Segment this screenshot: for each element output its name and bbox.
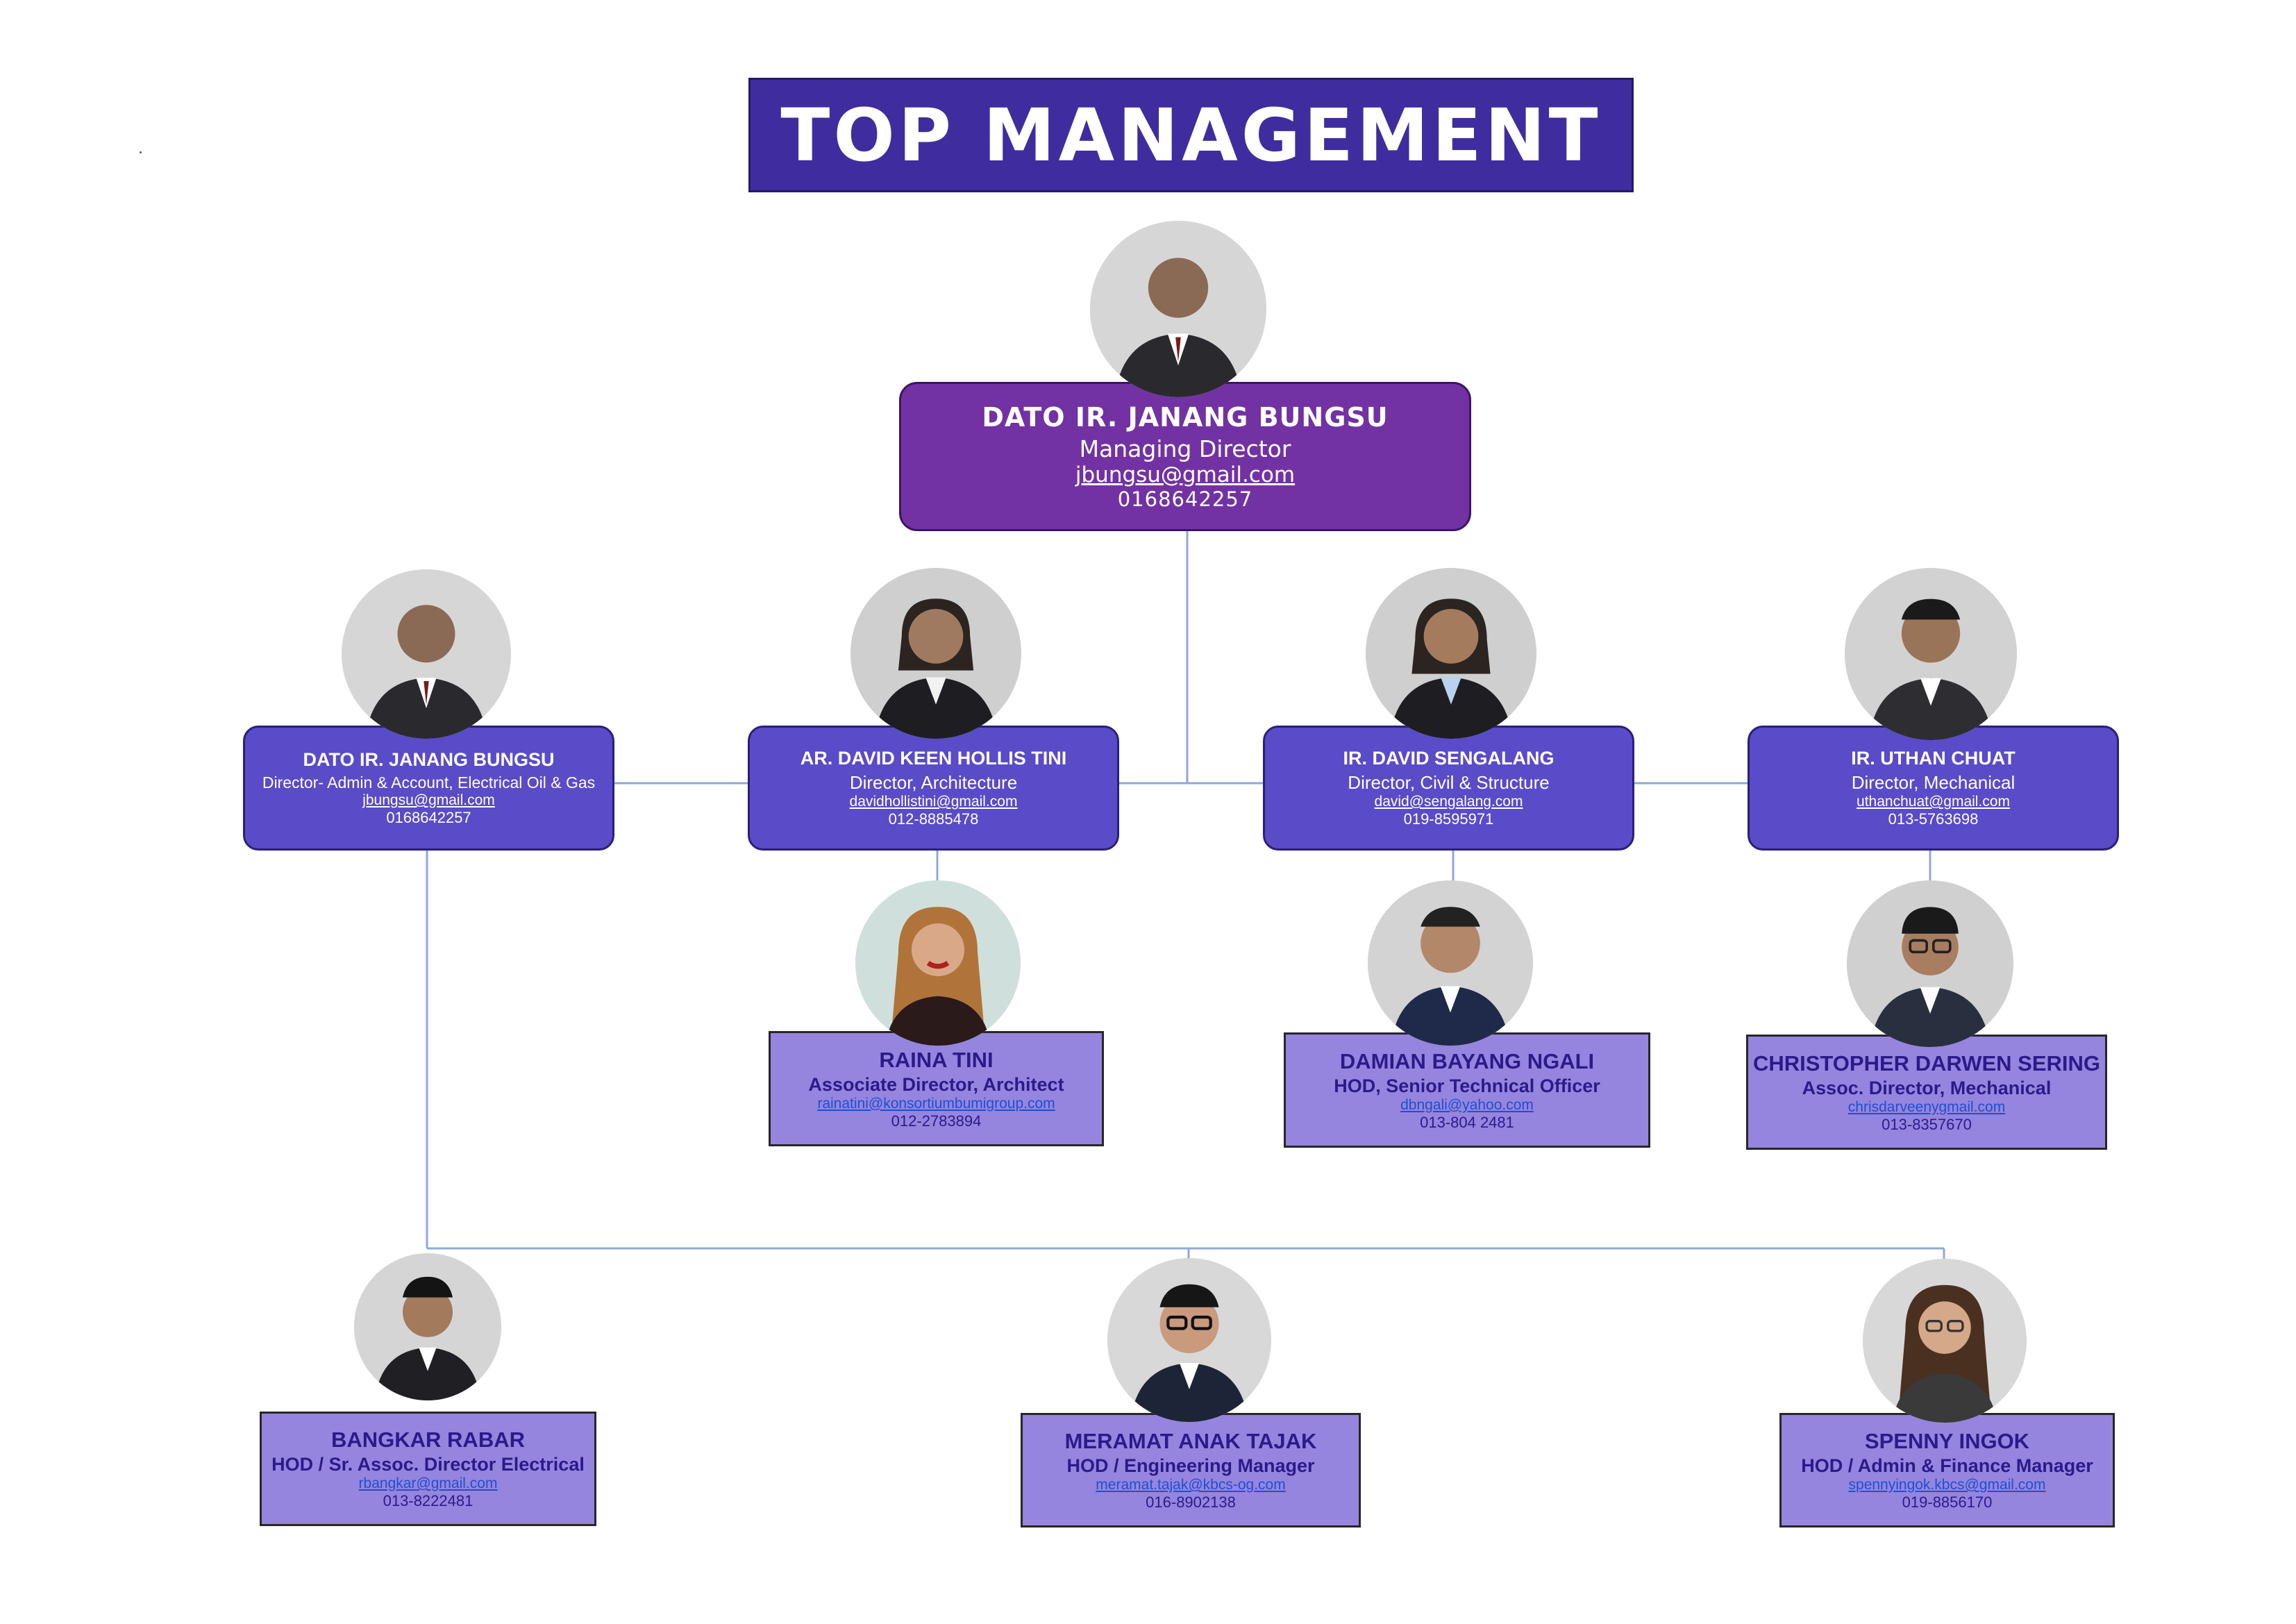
- person-name: MERAMAT ANAK TAJAK: [1064, 1429, 1317, 1453]
- person-name: DAMIAN BAYANG NGALI: [1339, 1048, 1595, 1073]
- person-email-link[interactable]: davidhollistini@gmail.com: [849, 794, 1018, 810]
- person-email-link[interactable]: uthanchuat@gmail.com: [1857, 794, 2010, 810]
- person-name: DATO IR. JANANG BUNGSU: [982, 402, 1389, 433]
- hod-card: MERAMAT ANAK TAJAK HOD / Engineering Man…: [1021, 1413, 1361, 1527]
- director-card: IR. UTHAN CHUAT Director, Mechanical uth…: [1748, 726, 2119, 851]
- person-name: CHRISTOPHER DARWEN SERING: [1752, 1050, 2101, 1075]
- director-card: DATO IR. JANANG BUNGSU Director- Admin &…: [243, 726, 614, 851]
- person-photo: [342, 569, 511, 739]
- person-phone: 013-804 2481: [1420, 1113, 1514, 1131]
- person-email-link[interactable]: david@sengalang.com: [1374, 794, 1523, 810]
- managing-director-card: DATO IR. JANANG BUNGSU Managing Director…: [899, 382, 1471, 531]
- person-phone: 0168642257: [1117, 487, 1253, 511]
- person-phone: 0168642257: [386, 809, 471, 826]
- associate-card: DAMIAN BAYANG NGALI HOD, Senior Technica…: [1284, 1032, 1650, 1148]
- person-role: HOD / Engineering Manager: [1066, 1455, 1315, 1476]
- person-phone: 013-5763698: [1888, 810, 1979, 828]
- person-photo: [1845, 568, 2017, 740]
- person-email-link[interactable]: spennyingok.kbcs@gmail.com: [1848, 1477, 2046, 1493]
- director-card: AR. DAVID KEEN HOLLIS TINI Director, Arc…: [748, 726, 1119, 851]
- person-role: HOD / Sr. Assoc. Director Electrical: [271, 1454, 585, 1475]
- person-name: AR. DAVID KEEN HOLLIS TINI: [800, 748, 1067, 769]
- person-role: Director- Admin & Account, Electrical Oi…: [262, 773, 596, 792]
- person-email-link[interactable]: jbungsu@gmail.com: [1075, 462, 1296, 487]
- person-photo: [1847, 880, 2013, 1047]
- hod-card: BANGKAR RABAR HOD / Sr. Assoc. Director …: [260, 1412, 596, 1526]
- person-name: IR. UTHAN CHUAT: [1851, 748, 2016, 769]
- person-phone: 016-8902138: [1146, 1493, 1236, 1511]
- person-phone: 019-8595971: [1403, 810, 1494, 828]
- person-name: IR. DAVID SENGALANG: [1343, 748, 1555, 769]
- person-photo: [1366, 568, 1536, 739]
- person-email-link[interactable]: rainatini@konsortiumbumigroup.com: [817, 1095, 1055, 1112]
- person-phone: 013-8222481: [383, 1492, 474, 1509]
- person-role: Director, Civil & Structure: [1348, 772, 1550, 793]
- person-email-link[interactable]: dbngali@yahoo.com: [1400, 1096, 1534, 1113]
- person-photo: [1863, 1259, 2027, 1423]
- person-role: Associate Director, Architect: [808, 1073, 1064, 1095]
- person-email-link[interactable]: jbungsu@gmail.com: [362, 792, 495, 808]
- person-email-link[interactable]: rbangkar@gmail.com: [358, 1475, 498, 1491]
- person-name: DATO IR. JANANG BUNGSU: [303, 749, 555, 770]
- person-email-link[interactable]: meramat.tajak@kbcs-og.com: [1096, 1477, 1286, 1493]
- person-photo: [855, 880, 1021, 1046]
- person-role: Assoc. Director, Mechanical: [1802, 1077, 2052, 1098]
- page-title: TOP MANAGEMENT: [780, 92, 1602, 178]
- person-name: RAINA TINI: [879, 1047, 994, 1072]
- person-phone: 012-8885478: [888, 810, 979, 828]
- person-role: HOD, Senior Technical Officer: [1334, 1075, 1600, 1096]
- person-phone: 012-2783894: [891, 1112, 982, 1130]
- person-role: Director, Mechanical: [1851, 772, 2016, 793]
- person-photo: [850, 568, 1021, 739]
- title-banner: TOP MANAGEMENT: [748, 78, 1634, 192]
- associate-card: CHRISTOPHER DARWEN SERING Assoc. Directo…: [1746, 1035, 2107, 1150]
- person-photo: [1107, 1258, 1271, 1422]
- person-role: Managing Director: [1079, 435, 1291, 462]
- person-phone: 019-8856170: [1902, 1493, 1993, 1511]
- person-name: SPENNY INGOK: [1864, 1429, 2030, 1453]
- person-name: BANGKAR RABAR: [331, 1428, 525, 1452]
- hod-card: SPENNY INGOK HOD / Admin & Finance Manag…: [1779, 1413, 2115, 1527]
- associate-card: RAINA TINI Associate Director, Architect…: [769, 1031, 1104, 1146]
- person-email-link[interactable]: chrisdarveenygmail.com: [1847, 1098, 2006, 1115]
- director-card: IR. DAVID SENGALANG Director, Civil & St…: [1263, 726, 1634, 851]
- person-phone: 013-8357670: [1882, 1115, 1972, 1133]
- person-photo: [1090, 221, 1266, 397]
- person-photo: [354, 1253, 501, 1400]
- stray-dot: [140, 151, 142, 153]
- person-role: Director, Architecture: [849, 772, 1018, 793]
- person-photo: [1368, 880, 1533, 1046]
- person-role: HOD / Admin & Finance Manager: [1801, 1455, 2093, 1476]
